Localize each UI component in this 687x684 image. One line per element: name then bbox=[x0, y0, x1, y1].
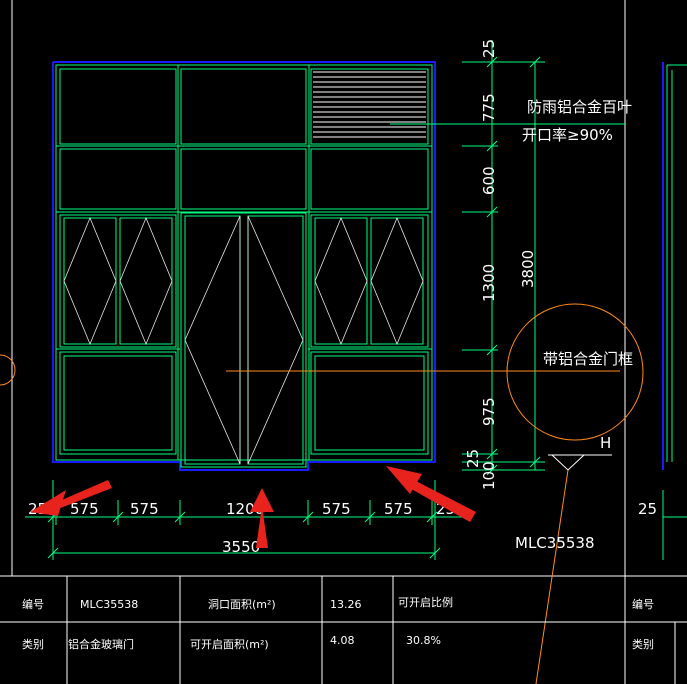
arrow-right bbox=[406, 478, 476, 522]
cell-label-opening-area: 洞口面积(m²) bbox=[208, 598, 276, 611]
dim-1300: 1300 bbox=[480, 264, 498, 302]
schedule-table-grid bbox=[0, 576, 687, 684]
adjacent-frame bbox=[666, 64, 687, 462]
cell-ratio: 30.8% bbox=[406, 634, 441, 647]
dim-575-2: 575 bbox=[130, 500, 159, 518]
dim-25-bottom: 25 bbox=[464, 449, 482, 468]
swing-lines bbox=[63, 215, 424, 465]
cell-label-operable-area: 可开启面积(m²) bbox=[190, 638, 269, 651]
cell-label-number: 编号 bbox=[22, 597, 44, 611]
dim-775: 775 bbox=[480, 93, 498, 122]
dim-100: 100 bbox=[480, 461, 498, 490]
cell-label-type: 类别 bbox=[22, 637, 44, 651]
dim-975: 975 bbox=[480, 397, 498, 426]
arrow-left-head bbox=[30, 490, 66, 516]
marker-h: H bbox=[600, 434, 611, 452]
dim-575-3: 575 bbox=[322, 500, 351, 518]
vertical-dimension-lines bbox=[462, 40, 545, 476]
dim-25-top: 25 bbox=[480, 39, 498, 58]
dim-575-1: 575 bbox=[70, 500, 99, 518]
cell-operable-area: 4.08 bbox=[330, 634, 355, 647]
frame-note: 带铝合金门框 bbox=[543, 350, 633, 368]
cell-number: MLC35538 bbox=[80, 598, 138, 611]
cell-opening-area: 13.26 bbox=[330, 598, 362, 611]
dim-25-adjacent: 25 bbox=[638, 500, 657, 518]
red-arrows bbox=[30, 466, 476, 548]
opening-outline bbox=[52, 61, 664, 471]
cell-label-ratio: 可开启比例 bbox=[398, 595, 453, 609]
callout bbox=[0, 303, 644, 684]
louver-note-1: 防雨铝合金百叶 bbox=[527, 98, 632, 116]
window-code: MLC35538 bbox=[515, 534, 595, 552]
louver-slats bbox=[313, 71, 426, 138]
arrow-middle-shaft bbox=[256, 506, 268, 548]
cell-label-number-adjacent: 编号 bbox=[632, 597, 654, 611]
cell-label-type-adjacent: 类别 bbox=[632, 637, 654, 651]
arrow-right-head bbox=[386, 466, 422, 494]
louver-note-2: 开口率≥90% bbox=[522, 126, 613, 144]
dim-600: 600 bbox=[480, 166, 498, 195]
cell-type: 铝合金玻璃门 bbox=[68, 637, 134, 651]
schedule-table-text: 编号 MLC35538 洞口面积(m²) 13.26 可开启比例 编号 类别 铝… bbox=[22, 595, 654, 651]
dim-3800: 3800 bbox=[519, 250, 537, 288]
level-marker bbox=[548, 454, 612, 471]
dim-3550: 3550 bbox=[222, 538, 260, 556]
arrow-middle-head bbox=[250, 488, 274, 512]
dim-575-4: 575 bbox=[384, 500, 413, 518]
